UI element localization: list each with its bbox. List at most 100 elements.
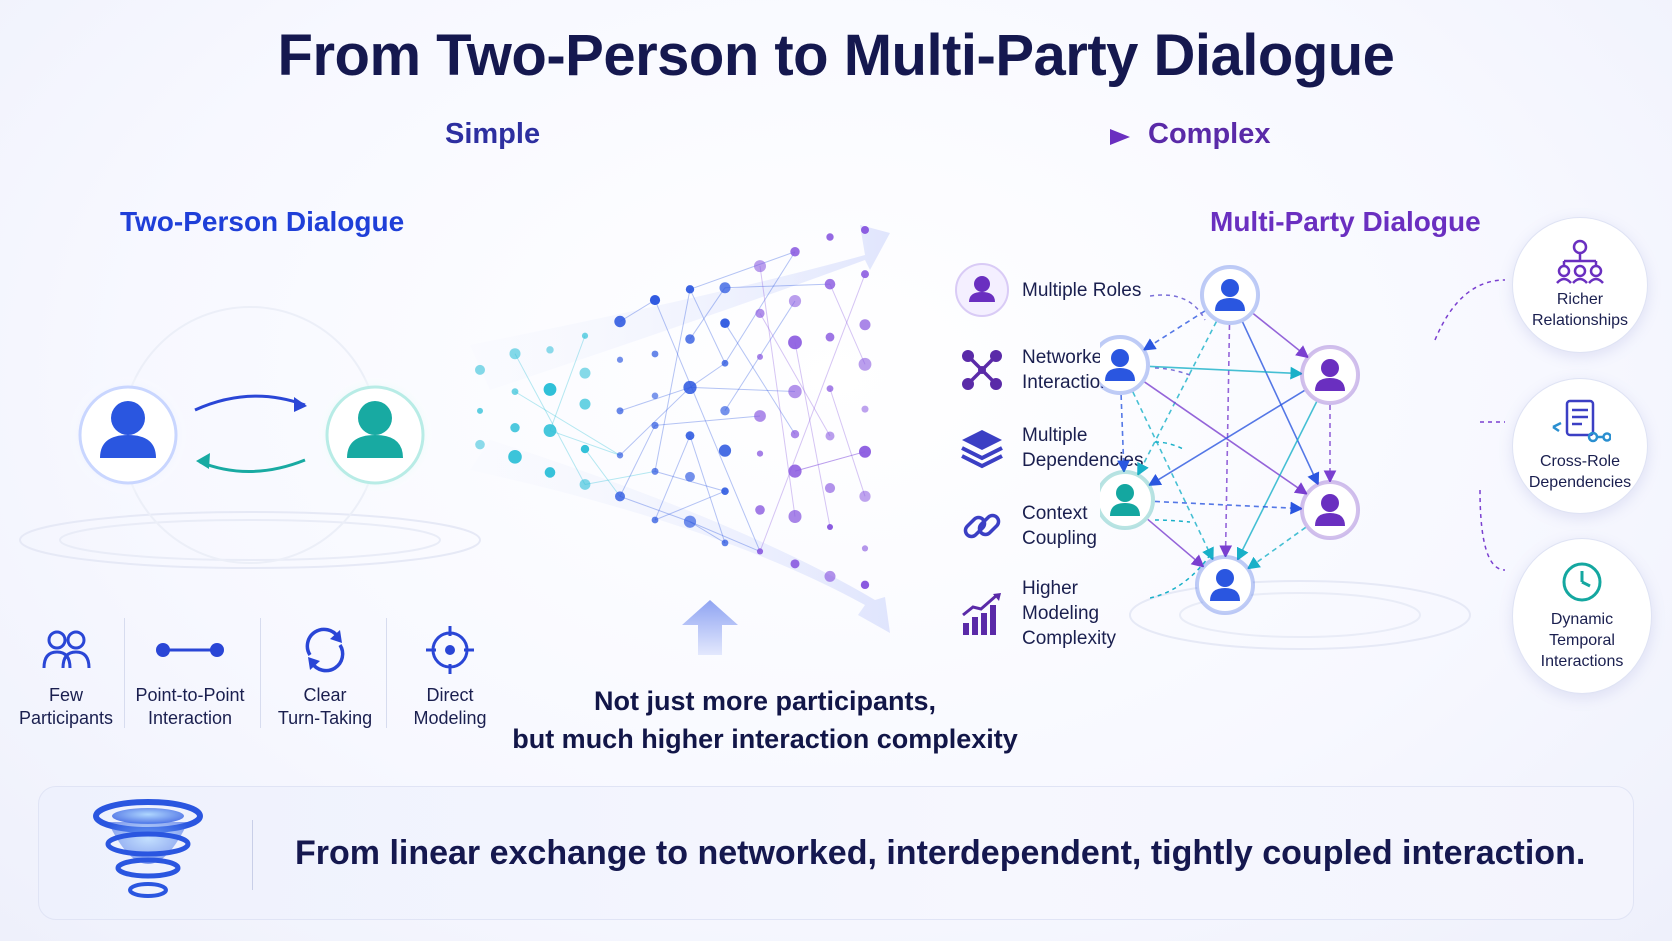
multi-item-label: Modeling bbox=[1022, 603, 1100, 624]
interaction-edge bbox=[1154, 500, 1304, 515]
side-cross-role-dependencies: Cross-Role Dependencies bbox=[1512, 378, 1648, 514]
multi-item-networked-interaction: Networked Interaction bbox=[952, 340, 1113, 400]
network-node bbox=[721, 539, 729, 547]
network-node bbox=[826, 233, 834, 241]
interaction-edge bbox=[1236, 401, 1318, 562]
side-dynamic-temporal-interactions: Dynamic Temporal Interactions bbox=[1512, 538, 1652, 694]
interaction-edge bbox=[1144, 381, 1308, 495]
network-edge bbox=[654, 299, 761, 552]
network-node bbox=[683, 380, 697, 395]
side-label: Richer bbox=[1556, 291, 1604, 308]
vortex-icon bbox=[78, 796, 218, 908]
network-edge bbox=[514, 353, 586, 485]
participant-icon bbox=[1200, 265, 1260, 325]
network-node bbox=[510, 422, 520, 433]
network-edge bbox=[689, 362, 726, 388]
participant-icon bbox=[1300, 345, 1360, 405]
scale-complex-label: Complex bbox=[1148, 118, 1271, 150]
network-node bbox=[824, 482, 836, 494]
network-node bbox=[788, 464, 802, 478]
network-node bbox=[683, 515, 697, 528]
network-node bbox=[651, 421, 659, 430]
divider bbox=[260, 618, 261, 728]
user-circle-icon bbox=[952, 260, 1012, 320]
network-node bbox=[475, 364, 485, 375]
network-edge bbox=[689, 521, 761, 552]
feature-label: Clear bbox=[303, 685, 347, 705]
network-edge bbox=[689, 289, 726, 364]
feature-label: Point-to-Point bbox=[135, 685, 245, 705]
network-edge bbox=[689, 521, 726, 544]
growth-chart-icon bbox=[952, 584, 1012, 644]
network-node bbox=[544, 467, 556, 478]
multi-item-label: Interaction bbox=[1022, 372, 1111, 393]
network-edge bbox=[724, 251, 796, 364]
network-node bbox=[825, 431, 835, 441]
network-node bbox=[579, 398, 591, 410]
network-node bbox=[543, 424, 557, 437]
network-node bbox=[546, 346, 554, 354]
network-node bbox=[757, 353, 763, 360]
two-person-diagram bbox=[10, 300, 490, 590]
network-edge bbox=[654, 289, 691, 472]
document-flow-icon bbox=[1549, 399, 1611, 447]
network-node bbox=[475, 439, 485, 450]
feature-point-to-point: Point-to-Point Interaction bbox=[130, 620, 250, 730]
network-node bbox=[754, 260, 766, 273]
network-node bbox=[755, 308, 765, 318]
network-node bbox=[859, 445, 871, 458]
network-node bbox=[859, 319, 871, 331]
network-node bbox=[826, 385, 834, 393]
network-edge bbox=[619, 495, 691, 523]
network-edge bbox=[794, 451, 866, 472]
network-edge bbox=[829, 388, 866, 497]
network-node bbox=[788, 384, 802, 399]
cycle-arrows-icon bbox=[270, 620, 380, 680]
network-node bbox=[720, 405, 730, 416]
network-edge bbox=[654, 435, 691, 521]
network-node bbox=[824, 570, 836, 582]
connector-lines bbox=[1150, 230, 1520, 630]
network-edge bbox=[689, 251, 796, 290]
link-icon bbox=[952, 496, 1012, 556]
participant-icon bbox=[1195, 555, 1255, 615]
network-node bbox=[861, 405, 869, 413]
network-node bbox=[508, 450, 522, 464]
network-edge bbox=[584, 448, 621, 497]
network-edge bbox=[689, 435, 726, 544]
multi-item-label: Multiple Roles bbox=[1022, 279, 1142, 301]
network-node bbox=[861, 270, 869, 279]
divider bbox=[124, 618, 125, 728]
network-edge bbox=[654, 490, 726, 521]
network-edge bbox=[654, 415, 761, 426]
network-node bbox=[861, 545, 869, 552]
network-node bbox=[718, 444, 732, 457]
point-to-point-icon bbox=[130, 620, 250, 680]
network-node bbox=[649, 294, 661, 306]
network-node bbox=[861, 225, 869, 234]
multi-item-label: Context bbox=[1022, 503, 1088, 524]
network-edge bbox=[724, 283, 831, 289]
network-node bbox=[477, 407, 483, 414]
multi-party-title: Multi-Party Dialogue bbox=[1210, 206, 1481, 237]
network-icon bbox=[952, 340, 1012, 400]
network-node bbox=[788, 510, 802, 524]
network-node bbox=[616, 407, 624, 415]
network-node bbox=[651, 467, 659, 475]
network-node bbox=[579, 479, 591, 490]
scale-simple-label: Simple bbox=[445, 118, 541, 150]
feature-label: Direct bbox=[426, 685, 474, 705]
network-edge bbox=[689, 386, 796, 393]
participant-icon bbox=[1100, 335, 1150, 395]
interaction-edge bbox=[1147, 518, 1205, 568]
network-node bbox=[756, 450, 764, 457]
network-node bbox=[511, 388, 519, 396]
divider bbox=[386, 618, 387, 728]
network-edge bbox=[514, 391, 621, 456]
people-icon bbox=[16, 620, 116, 680]
hierarchy-icon bbox=[1554, 239, 1606, 285]
summary-divider bbox=[252, 820, 253, 890]
interaction-edge bbox=[1241, 321, 1320, 486]
side-richer-relationships: Richer Relationships bbox=[1512, 217, 1648, 353]
network-edge bbox=[549, 335, 586, 431]
